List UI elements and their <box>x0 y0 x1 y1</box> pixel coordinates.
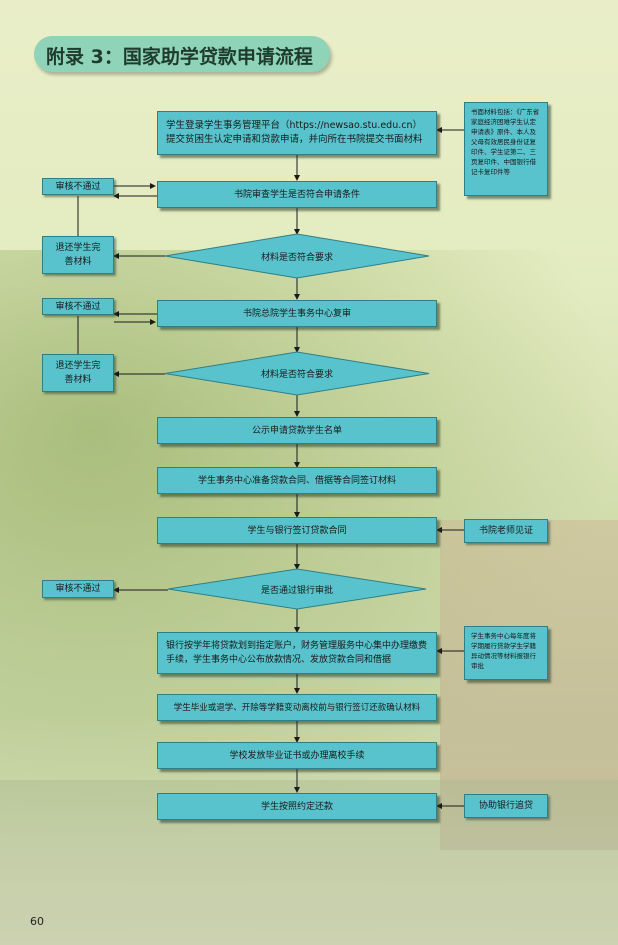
decision-diamond-shape <box>167 568 427 610</box>
step-prepare-contract-text: 学生事务中心准备贷款合同、借据等合同签订材料 <box>197 475 396 486</box>
decision-materials-1-text: 材料是否符合要求 <box>260 252 333 263</box>
materials-note-text: 书面材料包括：《广东省家庭经济困难学生认定申请表》原件、本人及父母有效居民身份证… <box>471 108 540 176</box>
step-center-review: 书院总院学生事务中心复审 <box>157 300 437 327</box>
step-login-submit: 学生登录学生事务管理平台（https://newsao.stu.edu.cn）提… <box>157 111 437 155</box>
reject-box-1: 审核不通过 <box>42 178 114 195</box>
step-sign-contract-text: 学生与银行签订贷款合同 <box>247 525 347 536</box>
reject-box-2: 审核不通过 <box>42 298 114 315</box>
page-title: 附录 3：国家助学贷款申请流程 <box>46 46 313 68</box>
title-banner <box>34 36 330 72</box>
assist-box-text: 协助银行追贷 <box>478 801 533 811</box>
step-center-review-text: 书院总院学生事务中心复审 <box>242 308 351 319</box>
step-leave-school-text: 学校发放毕业证书或办理离校手续 <box>229 750 365 761</box>
step-repay-loan-text: 学生按照约定还款 <box>260 801 333 812</box>
decision-bank-approval-text: 是否通过银行审批 <box>260 585 333 596</box>
step-prepare-contract: 学生事务中心准备贷款合同、借据等合同签订材料 <box>157 467 437 494</box>
return-box-2: 退还学生完善材料 <box>42 354 114 392</box>
assist-box: 协助银行追贷 <box>464 794 548 818</box>
return-box-1: 退还学生完善材料 <box>42 236 114 274</box>
reject-box-1-text: 审核不通过 <box>55 181 101 192</box>
witness-box-text: 书院老师见证 <box>478 526 533 536</box>
decision-diamond-shape <box>164 351 430 396</box>
step-college-review: 书院审查学生是否符合申请条件 <box>157 181 437 208</box>
witness-box: 书院老师见证 <box>464 519 548 543</box>
center-note-text: 学生事务中心每年度将学期履行贷款学生学籍异动情况等材料报银行审批 <box>471 632 536 670</box>
step-college-review-text: 书院审查学生是否符合申请条件 <box>233 189 360 200</box>
decision-materials-2-text: 材料是否符合要求 <box>260 370 333 380</box>
step-graduate-confirm-text: 学生毕业或退学、开除等学籍变动离校前与银行签订还款确认材料 <box>173 702 421 713</box>
reject-box-3-text: 审核不通过 <box>55 584 101 594</box>
return-box-1-text: 退还学生完善材料 <box>55 243 101 267</box>
center-note: 学生事务中心每年度将学期履行贷款学生学籍异动情况等材料报银行审批 <box>464 626 548 680</box>
step-publish-list-text: 公示申请贷款学生名单 <box>251 425 342 436</box>
step-publish-list: 公示申请贷款学生名单 <box>157 417 437 444</box>
page-number: 60 <box>30 915 44 928</box>
decision-diamond-shape <box>164 233 430 279</box>
step-login-text: 学生登录学生事务管理平台（https://newsao.stu.edu.cn）提… <box>166 120 423 145</box>
step-disburse-loan-text: 银行按学年将贷款划到指定账户，财务管理服务中心集中办理缴费手续，学生事务中心公布… <box>166 641 428 665</box>
return-box-2-text: 退还学生完善材料 <box>55 361 101 385</box>
materials-note: 书面材料包括：《广东省家庭经济困难学生认定申请表》原件、本人及父母有效居民身份证… <box>464 102 548 196</box>
decision-materials-2: 材料是否符合要求 <box>164 351 430 396</box>
step-graduate-confirm: 学生毕业或退学、开除等学籍变动离校前与银行签订还款确认材料 <box>157 694 437 721</box>
step-repay-loan: 学生按照约定还款 <box>157 793 437 820</box>
decision-materials-1: 材料是否符合要求 <box>164 233 430 279</box>
decision-bank-approval: 是否通过银行审批 <box>167 568 427 610</box>
reject-box-3: 审核不通过 <box>42 580 114 598</box>
step-sign-contract: 学生与银行签订贷款合同 <box>157 517 437 544</box>
step-leave-school: 学校发放毕业证书或办理离校手续 <box>157 742 437 769</box>
step-disburse-loan: 银行按学年将贷款划到指定账户，财务管理服务中心集中办理缴费手续，学生事务中心公布… <box>157 632 437 674</box>
reject-box-2-text: 审核不通过 <box>55 301 101 312</box>
